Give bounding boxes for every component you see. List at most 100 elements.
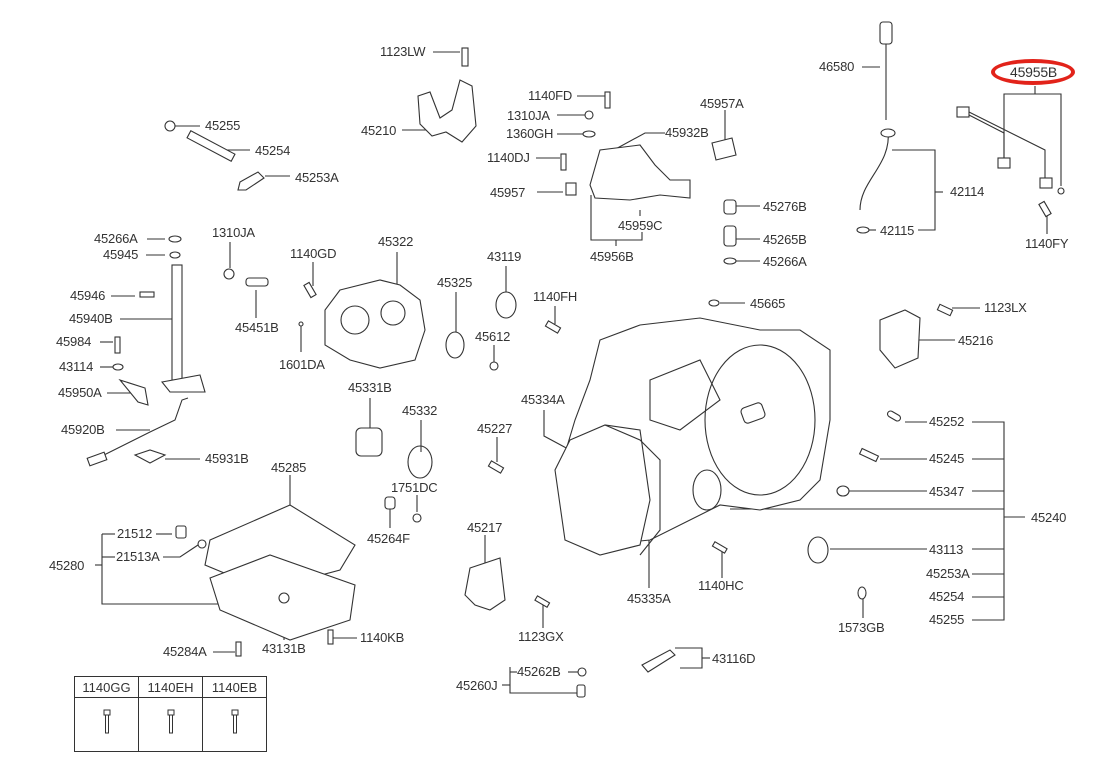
label-45253A-right[interactable]: 45253A [926, 566, 970, 581]
label-1601DA[interactable]: 1601DA [279, 357, 325, 372]
label-45334A[interactable]: 45334A [521, 392, 565, 407]
label-45347[interactable]: 45347 [929, 484, 965, 499]
label-43119[interactable]: 43119 [487, 249, 522, 264]
label-45262B[interactable]: 45262B [517, 664, 561, 679]
washer-45266A [723, 257, 737, 265]
label-45920B[interactable]: 45920B [61, 422, 105, 437]
label-1123LX[interactable]: 1123LX [984, 300, 1027, 315]
label-45945[interactable]: 45945 [103, 247, 139, 262]
label-45332[interactable]: 45332 [402, 403, 438, 418]
label-1140DJ[interactable]: 1140DJ [487, 150, 530, 165]
label-45957[interactable]: 45957 [490, 185, 526, 200]
label-45253A[interactable]: 45253A [295, 170, 339, 185]
label-45957A[interactable]: 45957A [700, 96, 744, 111]
label-1751DC[interactable]: 1751DC [391, 480, 438, 495]
bolt-1140KB [327, 629, 334, 645]
label-45959C[interactable]: 45959C [618, 218, 663, 233]
label-45227[interactable]: 45227 [477, 421, 513, 436]
label-45331B[interactable]: 45331B [348, 380, 392, 395]
label-45255-right[interactable]: 45255 [929, 612, 965, 627]
label-43131B[interactable]: 43131B [262, 641, 306, 656]
label-45276B[interactable]: 45276B [763, 199, 807, 214]
label-1140FD[interactable]: 1140FD [528, 88, 573, 103]
label-45240[interactable]: 45240 [1031, 510, 1067, 525]
label-45335A[interactable]: 45335A [627, 591, 671, 606]
bolt-1140HC [711, 541, 728, 554]
sensor-a [997, 157, 1011, 169]
fitting-45265B [723, 225, 737, 247]
label-43114[interactable]: 43114 [59, 359, 94, 374]
label-1140GD[interactable]: 1140GD [290, 246, 337, 261]
label-45325[interactable]: 45325 [437, 275, 473, 290]
label-45931B[interactable]: 45931B [205, 451, 249, 466]
bolt-1123LX [936, 303, 954, 317]
label-45612[interactable]: 45612 [475, 329, 511, 344]
lever-45253A [237, 171, 265, 191]
pin-45252 [886, 410, 902, 422]
label-45266A-left[interactable]: 45266A [94, 231, 138, 246]
label-45216[interactable]: 45216 [958, 333, 994, 348]
part-45331B [355, 427, 383, 457]
washer-1360GH [582, 130, 596, 138]
label-1140FH[interactable]: 1140FH [533, 289, 578, 304]
label-45255[interactable]: 45255 [205, 118, 241, 133]
fastener-cell [74, 697, 139, 752]
label-21512[interactable]: 21512 [117, 526, 153, 541]
seal-43119 [495, 291, 517, 319]
label-45955B[interactable]: 45955B [1010, 64, 1058, 80]
gasket-42115 [856, 226, 870, 234]
label-1140FY[interactable]: 1140FY [1025, 236, 1069, 251]
label-45950A[interactable]: 45950A [58, 385, 102, 400]
label-45210[interactable]: 45210 [361, 123, 397, 138]
label-45252[interactable]: 45252 [929, 414, 965, 429]
bolt-1140GD [303, 281, 317, 299]
label-1140KB[interactable]: 1140KB [360, 630, 405, 645]
label-45284A[interactable]: 45284A [163, 644, 207, 659]
label-45260J[interactable]: 45260J [456, 678, 498, 693]
label-1140HC[interactable]: 1140HC [698, 578, 744, 593]
label-45451B[interactable]: 45451B [235, 320, 279, 335]
bolt-1140FD [604, 91, 611, 109]
bolt-1140DJ [560, 153, 567, 171]
label-45984[interactable]: 45984 [56, 334, 92, 349]
label-45940B[interactable]: 45940B [69, 311, 113, 326]
label-1310JA[interactable]: 1310JA [507, 108, 550, 123]
sensor-b [1039, 177, 1053, 189]
label-1123LW[interactable]: 1123LW [380, 44, 426, 59]
label-1573GB[interactable]: 1573GB [838, 620, 885, 635]
plate-45931B [133, 449, 167, 464]
label-42114[interactable]: 42114 [950, 184, 985, 199]
label-42115[interactable]: 42115 [880, 223, 915, 238]
label-45322[interactable]: 45322 [378, 234, 414, 249]
label-45266A-right[interactable]: 45266A [763, 254, 807, 269]
label-43116D[interactable]: 43116D [712, 651, 756, 666]
label-1310JA-left[interactable]: 1310JA [212, 225, 255, 240]
fastener-header[interactable]: 1140EH [138, 676, 203, 698]
label-45665[interactable]: 45665 [750, 296, 786, 311]
label-1360GH[interactable]: 1360GH [506, 126, 554, 141]
label-45956B[interactable]: 45956B [590, 249, 634, 264]
label-43113[interactable]: 43113 [929, 542, 964, 557]
label-45264F[interactable]: 45264F [367, 531, 410, 546]
filler-tube-42114 [859, 129, 889, 211]
label-45946[interactable]: 45946 [70, 288, 106, 303]
label-45932B[interactable]: 45932B [665, 125, 709, 140]
oring-45332 [407, 445, 433, 479]
label-45285[interactable]: 45285 [271, 460, 307, 475]
bolt-45984 [114, 336, 121, 354]
label-45217[interactable]: 45217 [467, 520, 503, 535]
label-21513A[interactable]: 21513A [116, 549, 160, 564]
fastener-header[interactable]: 1140EB [202, 676, 267, 698]
plug-21512 [175, 525, 187, 539]
bolt-1140FH [544, 320, 562, 334]
label-1123GX[interactable]: 1123GX [518, 629, 564, 644]
label-45280[interactable]: 45280 [49, 558, 85, 573]
label-45265B[interactable]: 45265B [763, 232, 807, 247]
fastener-header[interactable]: 1140GG [74, 676, 139, 698]
label-46580[interactable]: 46580 [819, 59, 855, 74]
ring-43114 [112, 363, 124, 371]
label-45254-right[interactable]: 45254 [929, 589, 965, 604]
label-45254[interactable]: 45254 [255, 143, 291, 158]
label-45245[interactable]: 45245 [929, 451, 965, 466]
